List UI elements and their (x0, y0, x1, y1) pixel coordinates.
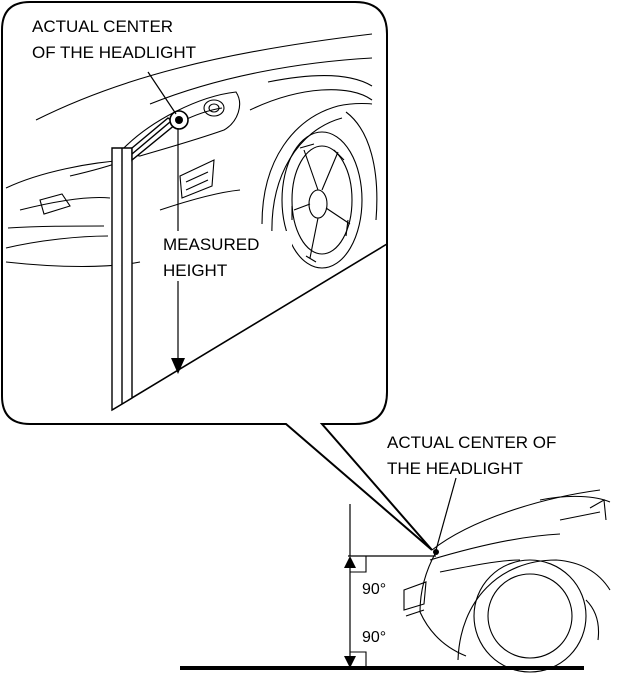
scene-title-line2: THE HEADLIGHT (387, 459, 523, 478)
callout-wheel (281, 131, 363, 269)
scene-angle-lower-label: 90° (362, 629, 386, 646)
callout-title-line1: ACTUAL CENTER (32, 17, 173, 36)
scene-headlight-center-marker (433, 549, 439, 555)
measured-height-label-line1: MEASURED (163, 235, 259, 254)
callout-headlight-housing (118, 91, 241, 157)
measured-height-arrow-head (171, 358, 185, 374)
scene-group: ACTUAL CENTER OF THE HEADLIGHT (180, 433, 611, 673)
scene-wheel (473, 559, 587, 673)
scene-angle-upper-label: 90° (362, 581, 386, 598)
callout-title-leader (147, 71, 177, 115)
callout-title-line2: OF THE HEADLIGHT (32, 43, 196, 62)
measured-height-label-line2: HEIGHT (163, 261, 227, 280)
scene-height-arrow-bottom (344, 656, 356, 668)
scene-car-drawing (403, 489, 611, 673)
scene-height-arrow-top (344, 556, 356, 568)
scene-right-angle-upper (350, 556, 367, 573)
scene-right-angle-lower (350, 651, 367, 668)
scene-title-leader (435, 477, 457, 551)
scene-title-line1: ACTUAL CENTER OF (387, 433, 556, 452)
callout-ground-line (111, 243, 388, 411)
callout-group: ACTUAL CENTER OF THE HEADLIGHT MEASURED … (1, 1, 433, 551)
